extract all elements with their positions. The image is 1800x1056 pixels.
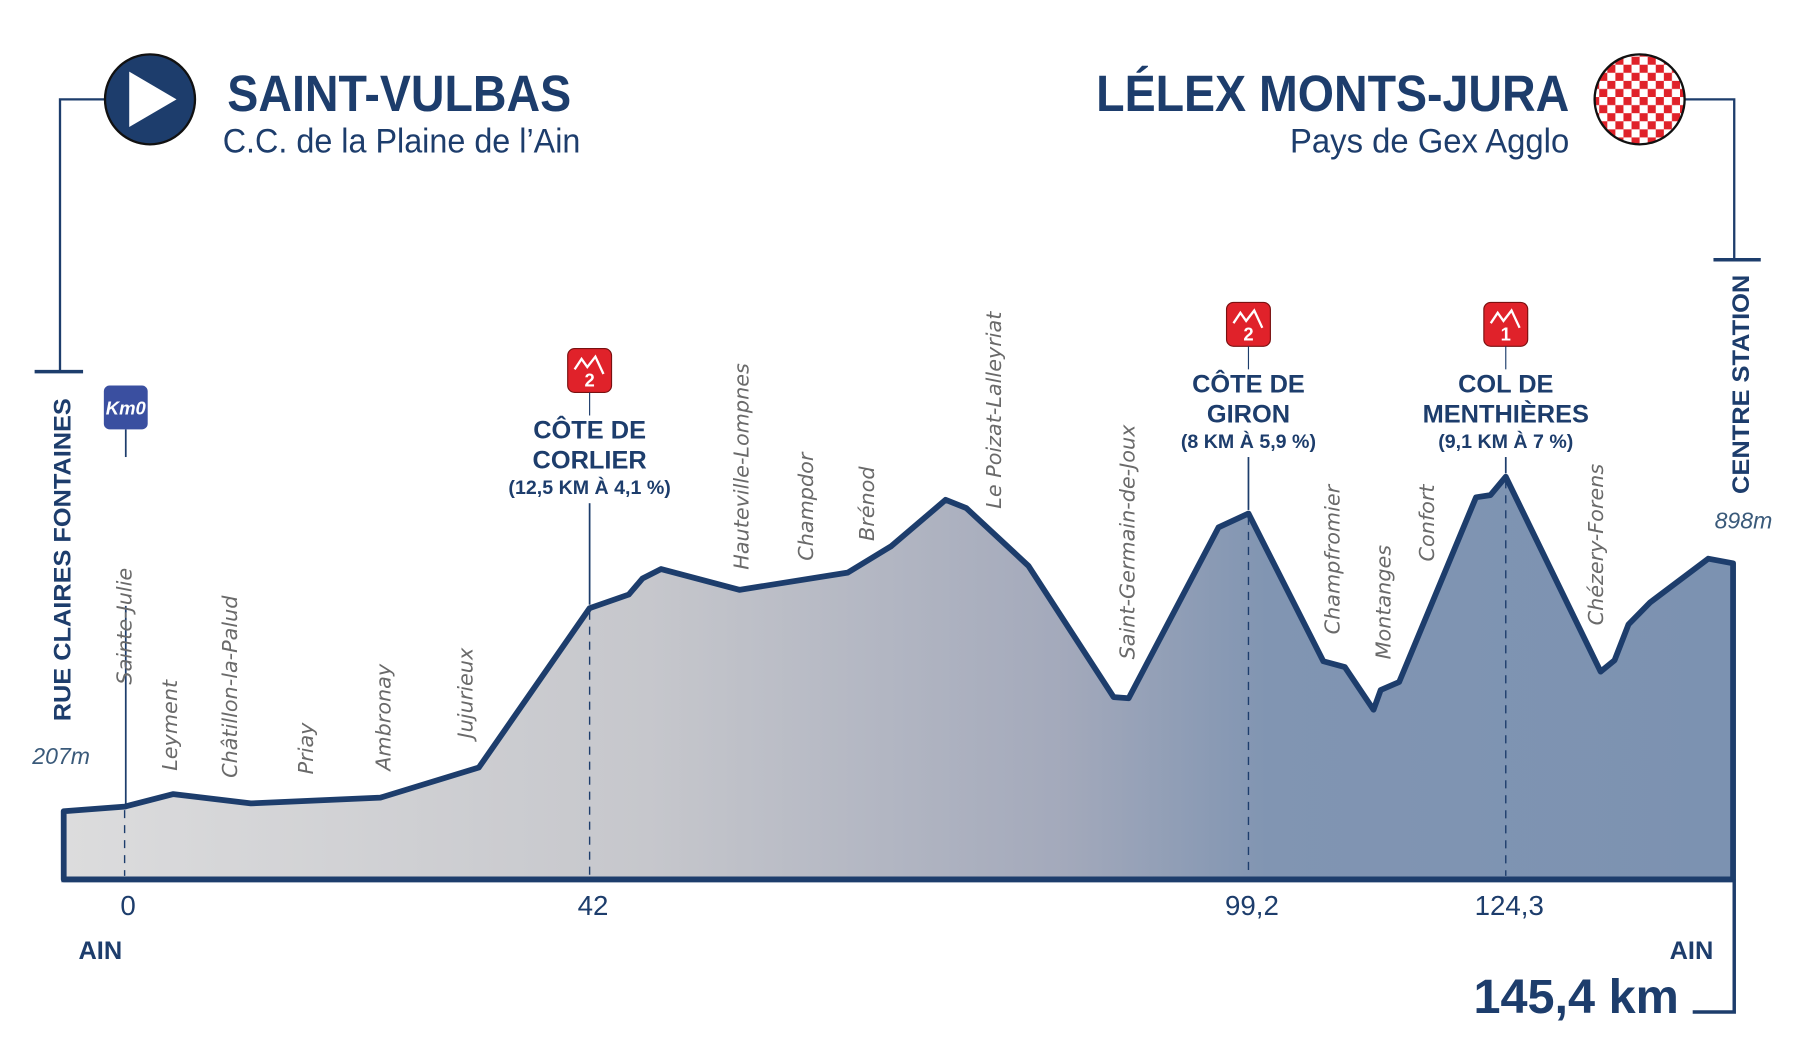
start-town: SAINT-VULBAS xyxy=(227,65,571,122)
kom-category-icon: 1 xyxy=(1483,301,1529,347)
place-label: Champdor xyxy=(794,451,818,561)
mountain-icon xyxy=(1489,308,1521,329)
start-connector xyxy=(34,98,107,374)
mountain-icon xyxy=(1232,308,1264,329)
finish-department: AIN xyxy=(1670,937,1714,965)
climb-name-line2: MENTHIÈRES xyxy=(1423,399,1589,428)
place-label: Hauteville-Lompnes xyxy=(730,363,754,570)
place-label: Leyment xyxy=(158,679,182,771)
kom-category: 2 xyxy=(584,370,594,391)
kom-category-icon: 2 xyxy=(567,348,613,393)
x-tick-label: 0 xyxy=(120,890,135,921)
elevation-profile xyxy=(60,473,1736,883)
place-label: Brénod xyxy=(855,466,879,541)
distance-bracket xyxy=(1692,879,1736,1014)
place-label: Chézery-Forens xyxy=(1584,464,1608,626)
start-department: AIN xyxy=(78,937,122,965)
climb-name-line1: COL DE xyxy=(1458,370,1553,398)
x-tick-label: 42 xyxy=(578,890,609,921)
place-label: Saint-Germain-de-Joux xyxy=(1115,424,1139,660)
x-tick-label: 124,3 xyxy=(1475,890,1544,921)
kom-category: 1 xyxy=(1501,324,1511,345)
kom-category-icon: 2 xyxy=(1225,301,1271,347)
climb-name-line2: GIRON xyxy=(1207,400,1290,428)
finish-connector xyxy=(1684,98,1761,262)
place-label: Sainte-Julie xyxy=(113,568,137,685)
mountain-icon xyxy=(573,354,605,375)
climb-detail: (9,1 KM À 7 %) xyxy=(1438,430,1573,453)
place-label: Châtillon-la-Palud xyxy=(218,595,242,778)
km0-badge: Km0 xyxy=(103,385,148,430)
climb-detail: (12,5 KM À 4,1 %) xyxy=(508,476,670,499)
start-altitude: 207m xyxy=(31,743,90,769)
finish-altitude: 898m xyxy=(1715,508,1773,534)
place-label: Champfromier xyxy=(1321,483,1345,634)
place-label: Montanges xyxy=(1372,545,1396,660)
total-distance: 145,4 km xyxy=(1473,970,1678,1024)
climb-name-line2: CORLIER xyxy=(533,447,647,475)
climb-detail: (8 KM À 5,9 %) xyxy=(1181,430,1316,453)
place-label: Le Poizat-Lalleyriat xyxy=(982,311,1006,509)
start-sponsor: C.C. de la Plaine de l’Ain xyxy=(223,122,581,160)
start-street: RUE CLAIRES FONTAINES xyxy=(49,398,76,721)
finish-street: CENTRE STATION xyxy=(1728,275,1755,494)
place-label: Jujurieux xyxy=(454,647,478,742)
climb-name-line1: CÔTE DE xyxy=(1192,368,1305,398)
finish-sponsor: Pays de Gex Agglo xyxy=(1290,122,1569,160)
kom-category: 2 xyxy=(1243,324,1253,345)
finish-flag-icon xyxy=(1593,53,1686,146)
finish-town: LÉLEX MONTS-JURA xyxy=(1096,65,1569,122)
x-tick-label: 99,2 xyxy=(1225,890,1279,921)
place-label: Priay xyxy=(294,722,318,775)
place-label: Ambronay xyxy=(372,663,396,773)
svg-text:Km0: Km0 xyxy=(106,397,147,418)
place-label: Confort xyxy=(1415,484,1439,562)
start-icon xyxy=(103,53,197,146)
climb-name-line1: CÔTE DE xyxy=(533,415,646,445)
